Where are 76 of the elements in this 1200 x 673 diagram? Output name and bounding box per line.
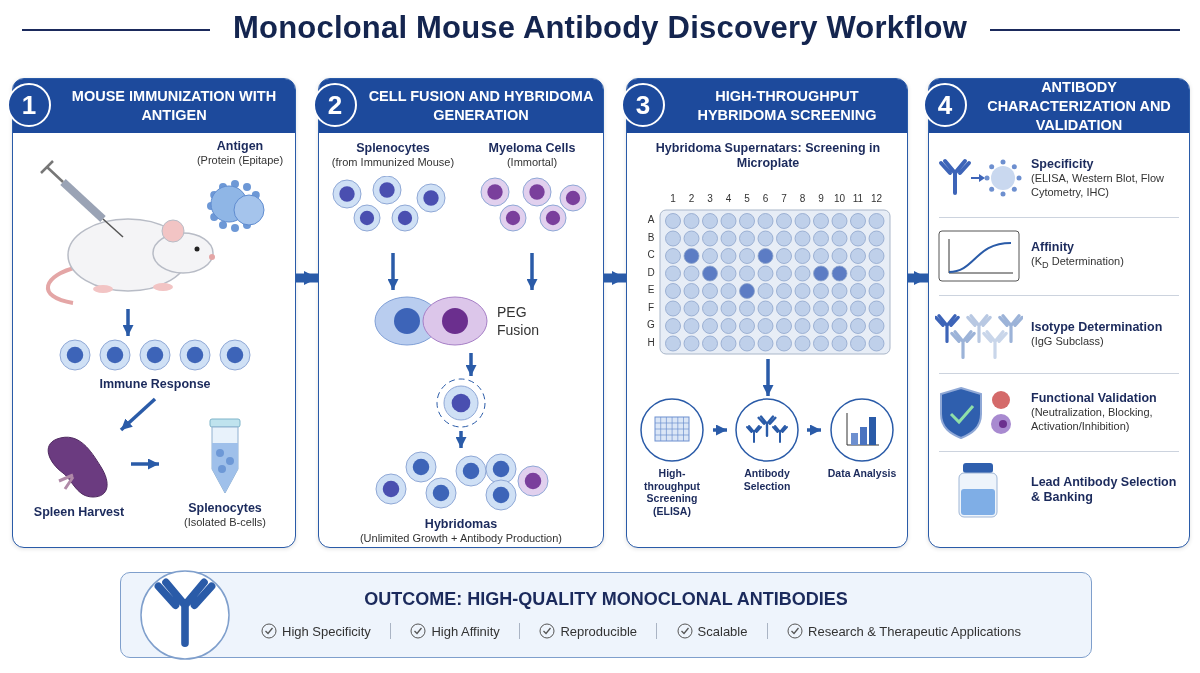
- item-note: (K$_{D}$ Determination): [1031, 254, 1124, 272]
- item-title: Data Analysis: [827, 467, 897, 480]
- item-note: (Neutralization, Blocking, Activation/Inhibition): [1031, 406, 1154, 433]
- column-number: 2: [687, 193, 696, 204]
- item-title: Lead Antibody Selection & Banking: [1031, 475, 1178, 505]
- row-letter: H: [646, 336, 656, 348]
- item-note: (Isolated B-cells): [184, 516, 266, 530]
- row-letter: A: [646, 214, 656, 225]
- step-number: 2: [313, 83, 357, 127]
- column-number: 1: [669, 193, 677, 204]
- benefit-text: Reproducible: [560, 623, 638, 639]
- step-number: 3: [621, 83, 665, 127]
- item-title: Specificity: [1031, 157, 1095, 172]
- row-letter: C: [646, 249, 656, 260]
- benefit-text: Research & Therapeutic Applications: [808, 623, 1021, 639]
- item-title: Antigen: [215, 139, 265, 154]
- arrow: [122, 309, 134, 336]
- item-title: Affinity: [1031, 239, 1076, 255]
- item-title: Isotype Determination: [1031, 319, 1163, 335]
- benefit-text: Scalable: [697, 623, 748, 639]
- panel-heading: MOUSE IMMUNIZATION WITH ANTIGEN: [70, 87, 278, 125]
- column-number: 10: [832, 193, 847, 204]
- column-number: 3: [706, 193, 714, 204]
- step-number: 1: [7, 83, 51, 127]
- item-note: (Protein (Epitape): [196, 154, 284, 168]
- column-number: 5: [743, 193, 751, 204]
- benefit-text: High Affinity: [431, 623, 500, 639]
- arrow: [119, 397, 157, 432]
- arrow: [908, 271, 928, 285]
- arrow: [604, 271, 626, 285]
- item-title: Splenocytes: [355, 141, 431, 156]
- item-title: Myeloma Cells: [488, 141, 576, 156]
- item-title: High-throughput Screening (ELISA): [643, 467, 701, 517]
- row-letter: F: [646, 301, 656, 313]
- column-number: 4: [724, 193, 733, 204]
- column-number: 8: [798, 193, 807, 204]
- row-letter: E: [646, 284, 656, 295]
- arrow: [387, 253, 399, 290]
- item-note: (ELISA, Western Blot, Flow Cytometry, IHC): [1031, 172, 1166, 199]
- item-title: Hybridoma Supernatars: Screening in Microplate: [654, 141, 882, 171]
- cell-icon: [435, 377, 487, 429]
- column-number: 6: [761, 193, 770, 204]
- arrow: [762, 359, 774, 396]
- panel-heading: HIGH-THROUGHPUT HYBRIDOMA SCREENING: [696, 87, 878, 125]
- column-number: 9: [817, 193, 825, 204]
- item-title: Functional Validation: [1031, 391, 1158, 406]
- row-letter: G: [646, 319, 656, 330]
- arrow: [455, 431, 467, 448]
- title: Monoclonal Mouse Antibody Discovery Workflow: [233, 10, 967, 45]
- side-note: PEG Fusion: [497, 303, 541, 339]
- arrow: [296, 271, 318, 285]
- column-number: 12: [869, 193, 884, 204]
- benefit-text: High Specificity: [282, 623, 371, 639]
- item-title: Hybridomas: [423, 517, 499, 532]
- item-note: (Immortal): [505, 156, 559, 170]
- item-title: Immune Response: [99, 377, 211, 392]
- panel-heading: ANTIBODY CHARACTERIZATION AND VALIDATION: [986, 77, 1172, 135]
- item-title: Antibody Selection: [742, 467, 792, 492]
- arrow: [807, 424, 821, 436]
- row-letter: B: [646, 231, 656, 243]
- panel-heading: CELL FUSION AND HYBRIDOMA GENERATION: [367, 87, 595, 125]
- arrow: [526, 253, 538, 290]
- arrow: [131, 458, 159, 470]
- outcome-heading: OUTCOME: HIGH-QUALITY MONOCLONAL ANTIBODIES: [363, 589, 849, 610]
- item-note: (Unlimited Growth + Antibody Production): [359, 532, 563, 546]
- arrow: [465, 353, 477, 376]
- outcome-banner: [120, 572, 1092, 658]
- column-number: 11: [851, 193, 865, 204]
- item-title: Spleen Harvest: [33, 505, 125, 520]
- row-letter: D: [646, 266, 656, 278]
- item-note: (IgG Subclass): [1031, 334, 1105, 349]
- item-title: Splenocytes: [187, 501, 263, 516]
- arrow: [713, 424, 727, 436]
- column-number: 7: [780, 193, 788, 204]
- item-note: (from Immunized Mouse): [331, 156, 455, 170]
- step-number: 4: [923, 83, 967, 127]
